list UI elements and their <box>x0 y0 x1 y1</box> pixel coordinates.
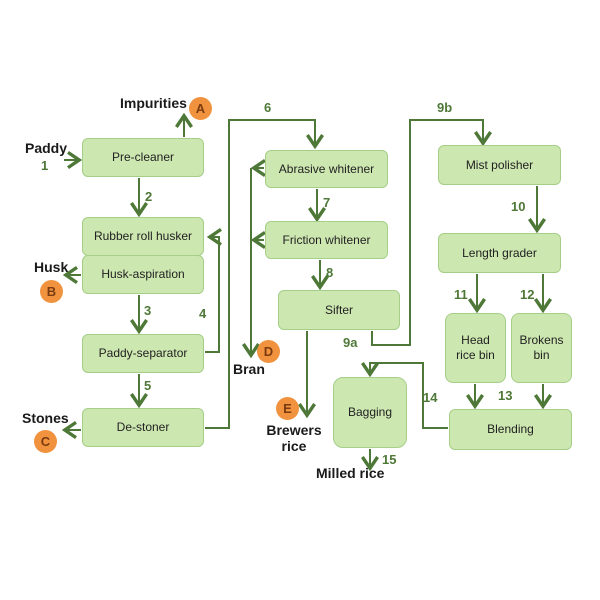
step-number-14: 14 <box>423 390 438 405</box>
box-label: Mist polisher <box>465 157 534 172</box>
box-label: Brokens bin <box>519 333 564 362</box>
box-label: Paddy-separator <box>98 346 188 360</box>
label-paddy: Paddy <box>25 140 68 156</box>
step-number-9b: 9b <box>437 100 453 115</box>
label-brewers-rice: Brewers rice <box>266 422 322 455</box>
marker-letter: E <box>283 401 292 416</box>
arrow-step6 <box>205 119 325 429</box>
step-number-15: 15 <box>382 452 397 467</box>
process-box-brokens-bin: Brokens bin <box>511 313 572 383</box>
process-box-bagging: Bagging <box>333 377 407 448</box>
box-label: Length grader <box>462 245 537 260</box>
step-number-3: 3 <box>144 303 152 318</box>
step-number-13: 13 <box>498 388 513 403</box>
marker-letter: B <box>46 284 57 299</box>
label-bran: Bran <box>233 361 265 377</box>
process-box-rubber-roll-husker: Rubber roll husker <box>82 217 204 256</box>
marker-letter: C <box>40 434 51 449</box>
process-box-head-rice-bin: Head rice bin <box>445 313 506 383</box>
box-label: Abrasive whitener <box>278 161 375 176</box>
step-number-8: 8 <box>326 265 334 280</box>
step-number-6: 6 <box>264 100 272 115</box>
box-label: Friction whitener <box>282 232 371 247</box>
output-marker-a: A <box>189 97 212 120</box>
label-stones: Stones <box>22 410 69 426</box>
box-label: Bagging <box>347 405 393 419</box>
process-box-paddy-separator: Paddy-separator <box>82 334 204 373</box>
arrow-step4-return <box>205 227 222 353</box>
arrow-step9 <box>371 119 493 346</box>
process-box-sifter: Sifter <box>278 290 400 330</box>
process-box-friction-whitener: Friction whitener <box>265 221 388 259</box>
step-number-5: 5 <box>144 378 152 393</box>
box-label: Blending <box>487 422 534 436</box>
step-number-1: 1 <box>41 158 49 173</box>
box-label: Head rice bin <box>456 333 495 362</box>
box-label: Sifter <box>324 302 353 317</box>
box-label: Husk-aspiration <box>101 267 185 281</box>
marker-letter: A <box>195 101 206 116</box>
process-box-mist-polisher: Mist polisher <box>438 145 561 185</box>
step-number-7: 7 <box>323 195 331 210</box>
step-number-2: 2 <box>145 189 153 204</box>
box-label: De-stoner <box>116 420 170 434</box>
step-number-9a: 9a <box>343 335 358 350</box>
step-number-11: 11 <box>454 287 468 302</box>
output-marker-b: B <box>40 280 63 303</box>
step-number-10: 10 <box>511 199 526 214</box>
output-marker-e: E <box>276 397 299 420</box>
box-label: Rubber roll husker <box>93 229 193 243</box>
label-husk: Husk <box>34 259 69 275</box>
process-box-abrasive-whitener: Abrasive whitener <box>265 150 388 188</box>
output-marker-d: D <box>257 340 280 363</box>
process-box-de-stoner: De-stoner <box>82 408 204 447</box>
step-number-4: 4 <box>199 306 207 321</box>
process-box-pre-cleaner: Pre-cleaner <box>82 138 204 177</box>
process-box-length-grader: Length grader <box>438 233 561 273</box>
step-number-12: 12 <box>520 287 535 302</box>
label-milled-rice: Milled rice <box>316 465 385 481</box>
box-label: Pre-cleaner <box>111 150 175 164</box>
process-box-blending: Blending <box>449 409 572 450</box>
label-impurities: Impurities <box>120 95 187 111</box>
marker-letter: D <box>263 344 274 359</box>
process-box-husk-aspiration: Husk-aspiration <box>82 255 204 294</box>
arrow-step14 <box>360 362 448 429</box>
output-marker-c: C <box>34 430 57 453</box>
